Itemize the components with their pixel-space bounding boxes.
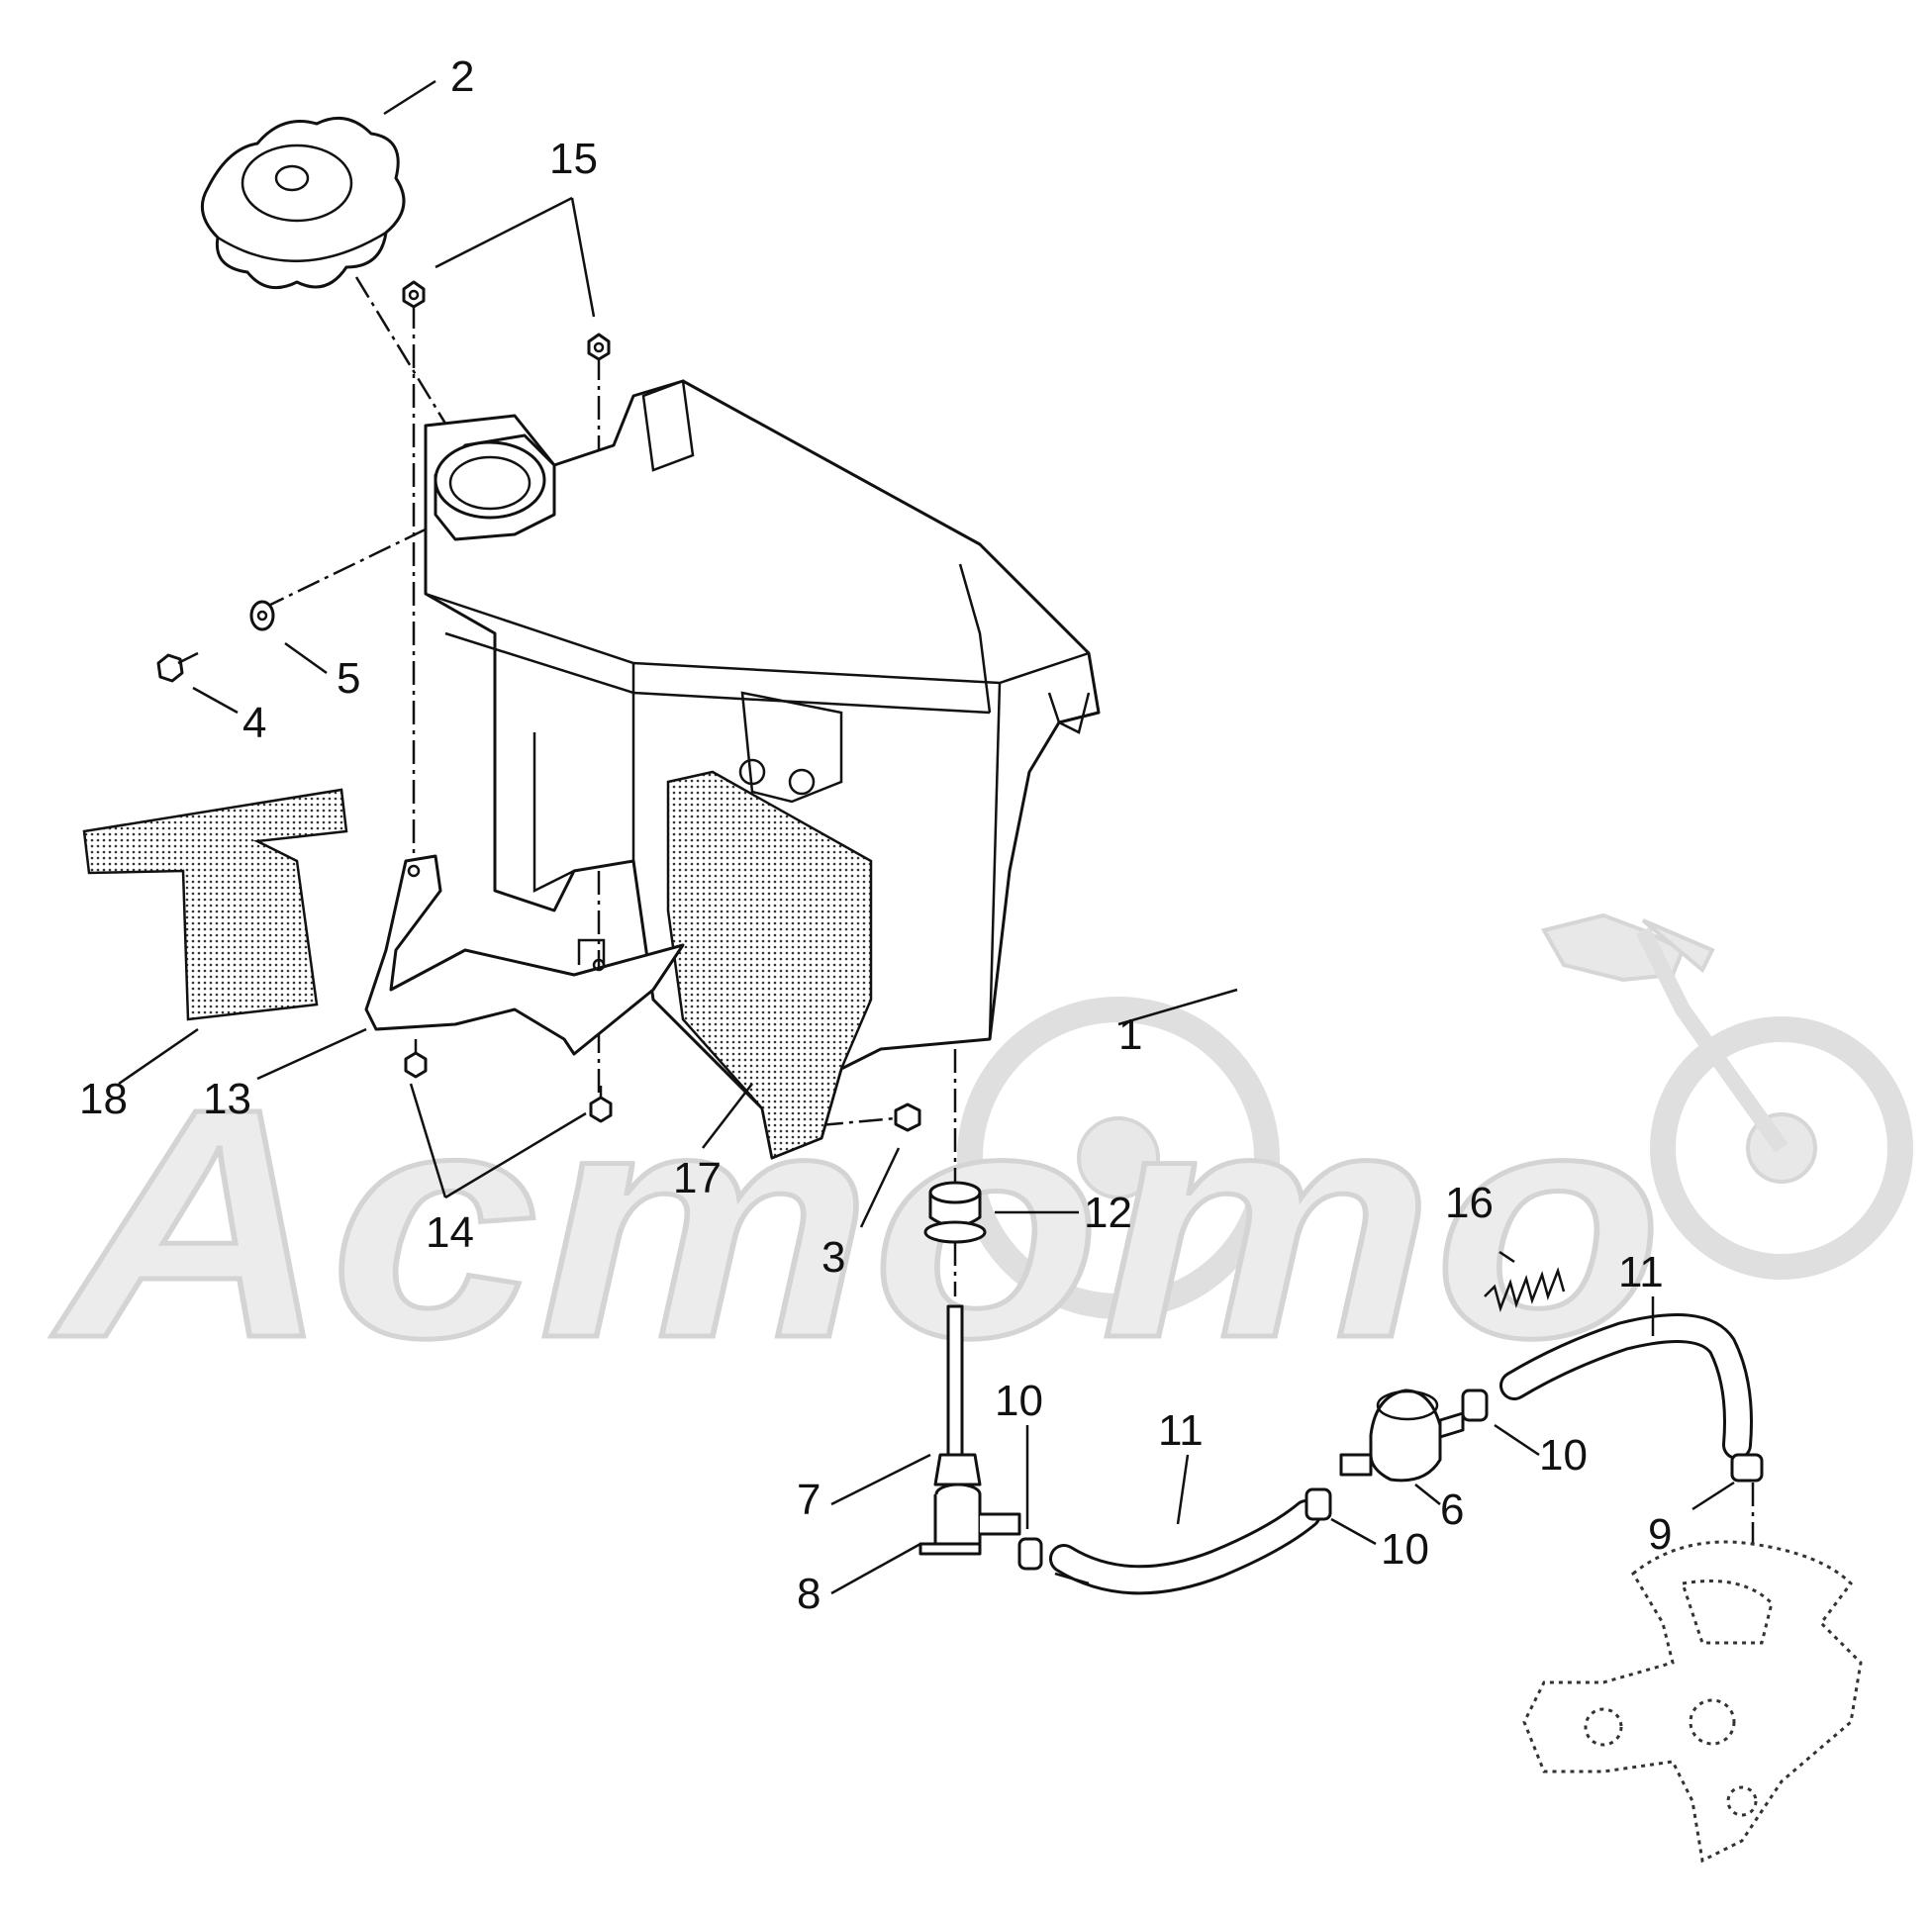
insulation-pad bbox=[82, 788, 348, 1021]
callout-7: 7 bbox=[797, 1476, 821, 1524]
nut-3 bbox=[894, 1102, 921, 1132]
callout-17: 17 bbox=[673, 1154, 722, 1202]
callout-9: 9 bbox=[1648, 1510, 1672, 1559]
callout-8: 8 bbox=[797, 1570, 821, 1618]
watermark-text: Acmomo bbox=[48, 1040, 1663, 1405]
grommet bbox=[923, 1181, 987, 1244]
callout-18: 18 bbox=[79, 1075, 128, 1123]
callout-12: 12 bbox=[1084, 1189, 1132, 1237]
callout-3: 3 bbox=[821, 1233, 845, 1282]
callout-15: 15 bbox=[549, 135, 598, 183]
bracket bbox=[364, 854, 685, 1056]
nuts-top bbox=[402, 280, 611, 361]
leader-lines bbox=[118, 79, 1735, 1595]
callout-5: 5 bbox=[337, 654, 360, 703]
callout-6: 6 bbox=[1440, 1485, 1464, 1534]
bolt-and-washer bbox=[156, 600, 275, 683]
hose-clamps bbox=[1017, 1389, 1764, 1571]
fuel-cap bbox=[200, 116, 406, 290]
callout-14: 14 bbox=[426, 1208, 474, 1257]
callout-2: 2 bbox=[450, 52, 474, 101]
fuel-tank bbox=[424, 379, 1101, 1160]
callouts: 1 2 3 4 5 6 7 8 9 10 10 10 11 11 12 13 1… bbox=[79, 52, 1672, 1618]
watermark: Acmomo bbox=[46, 912, 1913, 1408]
callout-10a: 10 bbox=[995, 1377, 1043, 1425]
callout-1: 1 bbox=[1118, 1010, 1142, 1059]
screws bbox=[404, 1039, 613, 1123]
callout-13: 13 bbox=[203, 1075, 251, 1123]
callout-10b: 10 bbox=[1539, 1431, 1588, 1480]
watermark-motorcycle bbox=[957, 912, 1913, 1319]
carburetor-phantom bbox=[1522, 1540, 1863, 1864]
callout-11b: 11 bbox=[1618, 1248, 1664, 1296]
callout-16: 16 bbox=[1445, 1179, 1494, 1227]
callout-11a: 11 bbox=[1158, 1406, 1204, 1455]
callout-4: 4 bbox=[242, 699, 266, 747]
fuel-pickup-and-valve bbox=[918, 1304, 1021, 1556]
spring bbox=[1484, 1267, 1566, 1313]
callout-10c: 10 bbox=[1381, 1525, 1429, 1574]
fuel-filter bbox=[1339, 1389, 1465, 1483]
fuel-hoses bbox=[1049, 1313, 1753, 1595]
